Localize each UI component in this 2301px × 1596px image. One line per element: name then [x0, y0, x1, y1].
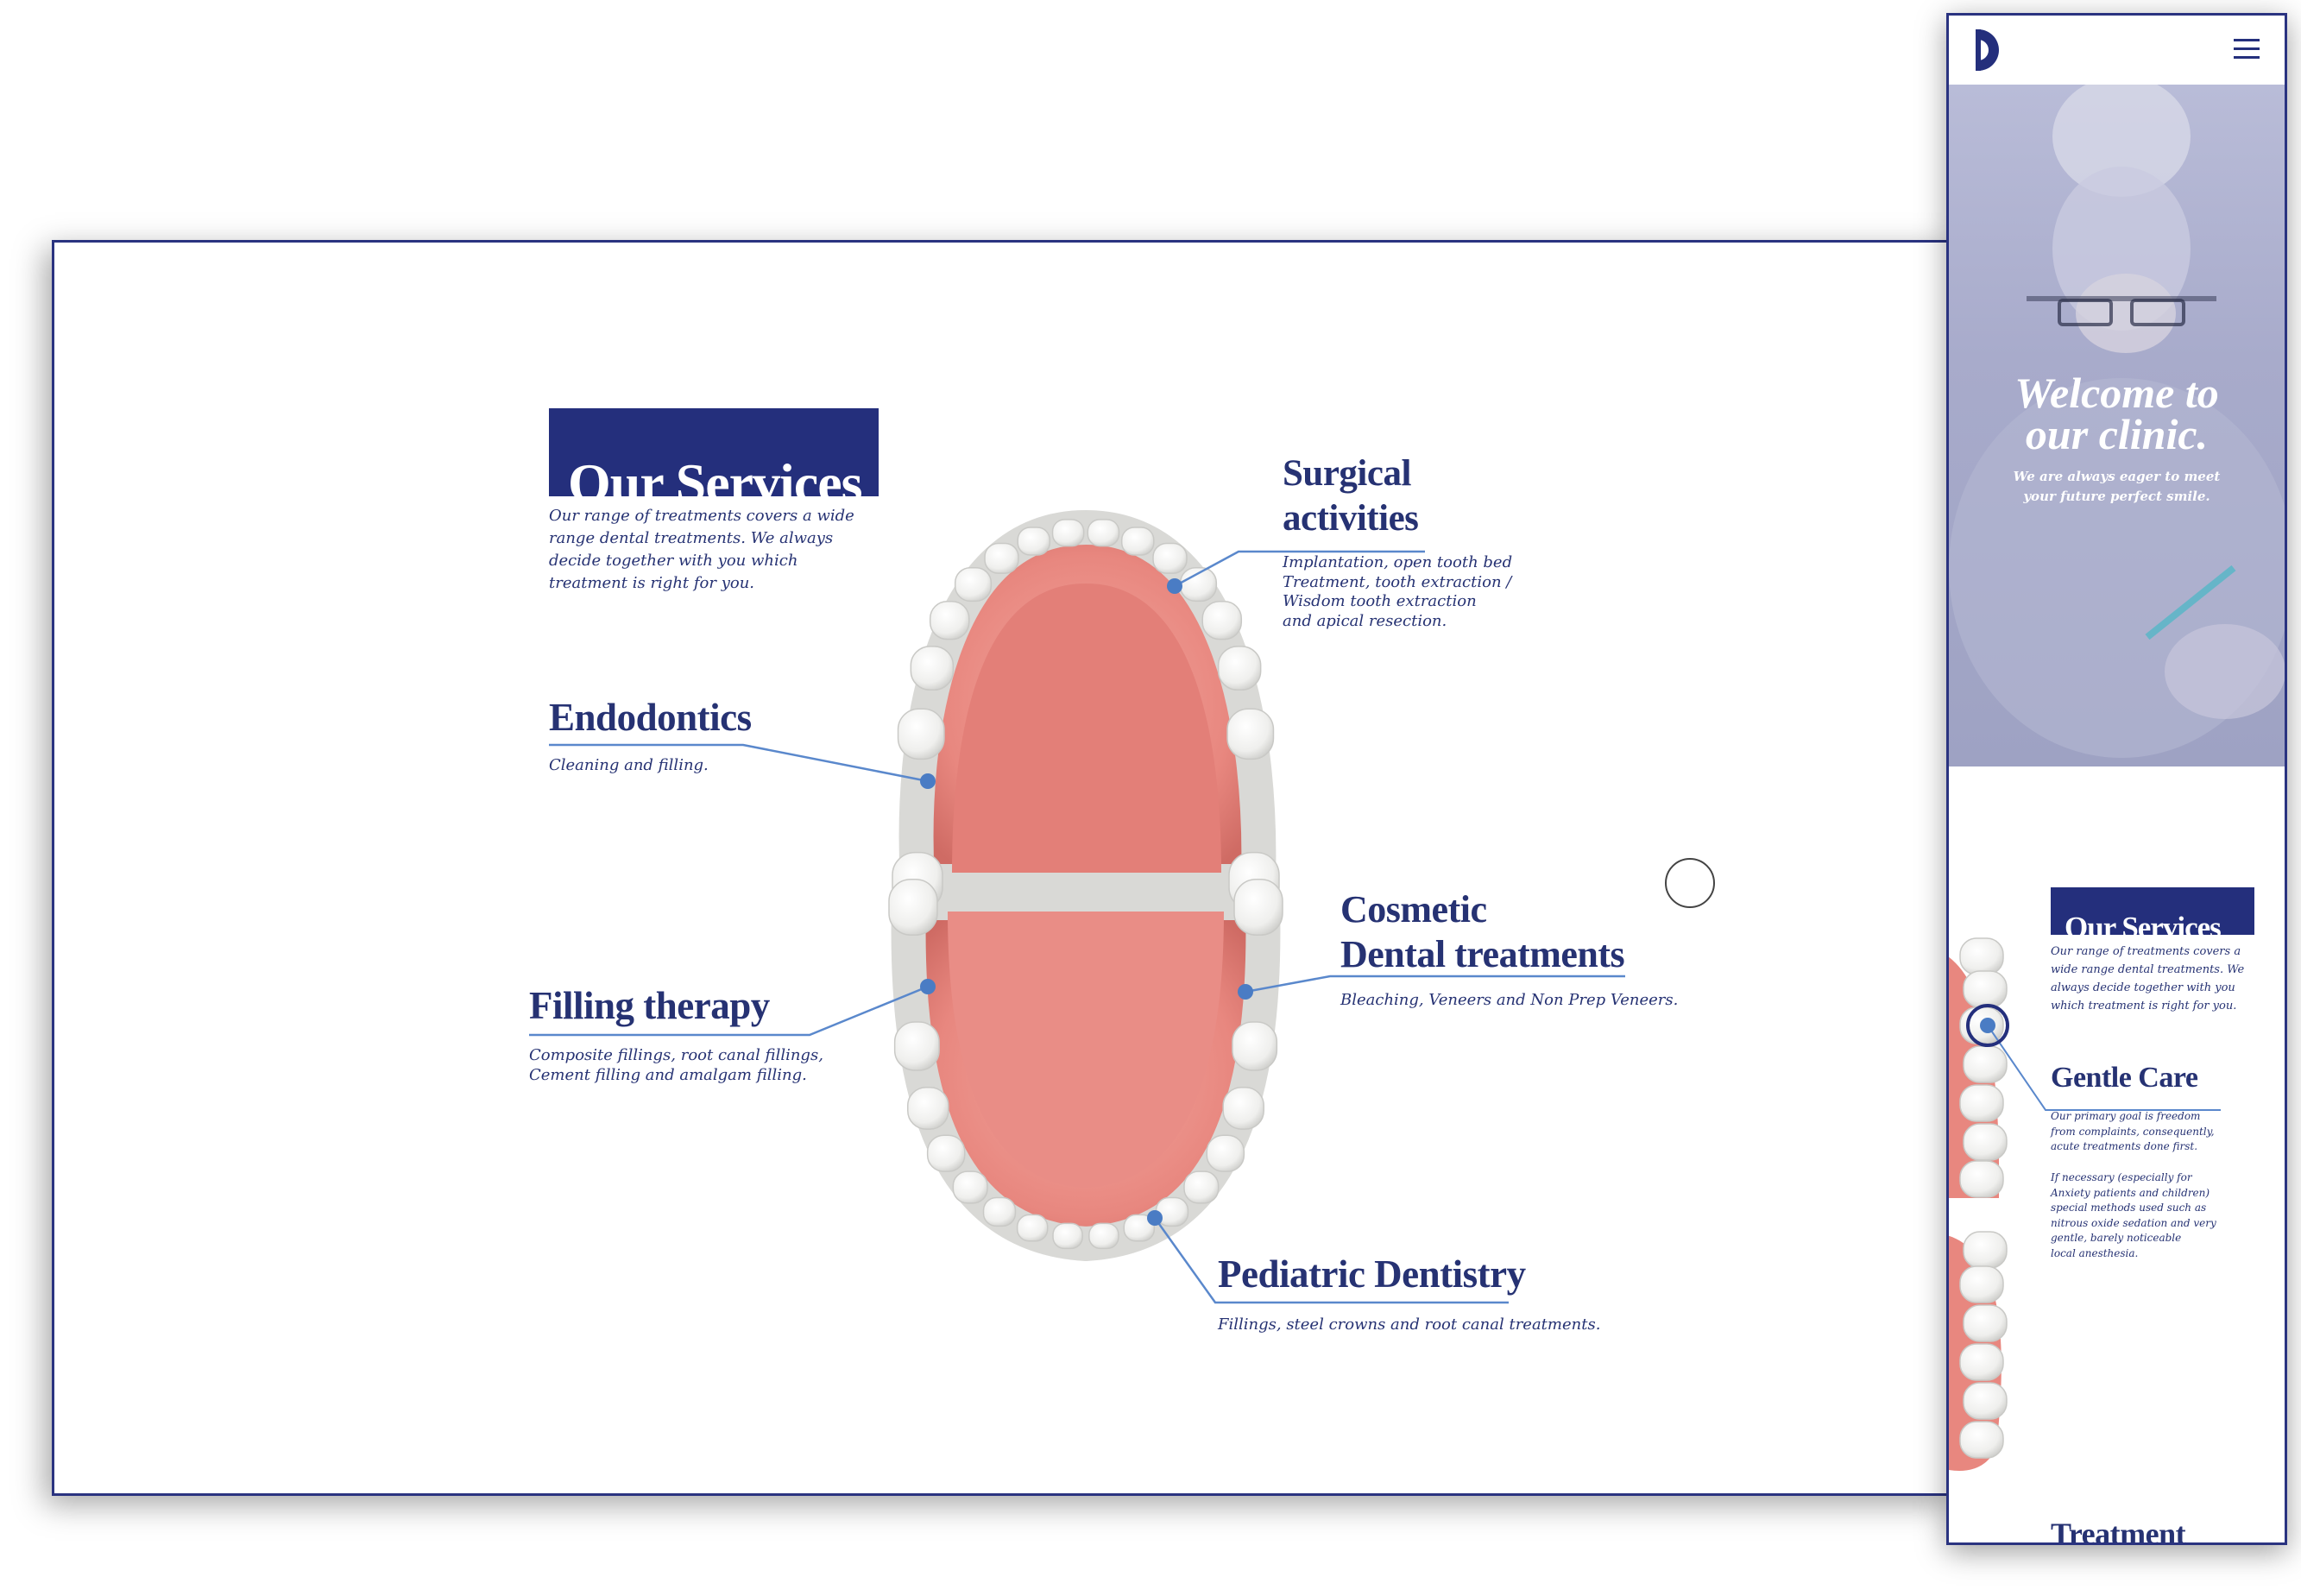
lower-tooth-8 [1088, 1222, 1119, 1250]
upper-tooth-10 [1152, 542, 1188, 574]
callout-dots [920, 578, 1253, 1226]
services-title: Our Services [568, 452, 863, 496]
lower-tooth-13 [1222, 1086, 1264, 1130]
cursor-indicator [1665, 858, 1715, 908]
upper-tooth-8 [1087, 519, 1120, 547]
hamburger-menu-icon[interactable] [2234, 38, 2260, 60]
upper-tooth-1 [897, 708, 945, 760]
mobile-tooth-4 [1959, 1084, 2004, 1122]
services-title-banner: Our Services [549, 408, 879, 496]
clinic-logo-icon[interactable] [1975, 26, 2009, 74]
lower-tooth-5 [982, 1196, 1017, 1227]
gentle-care-marker[interactable] [1980, 1018, 1995, 1033]
filling-marker[interactable] [920, 979, 936, 994]
upper-tooth-12 [1201, 600, 1243, 640]
lower-tooth-11 [1183, 1170, 1220, 1204]
upper-tooth-14 [1226, 708, 1275, 760]
gentle-care-description-2: If necessary (especially for Anxiety pat… [2051, 1171, 2216, 1259]
gentle-care-title[interactable]: Gentle Care [2051, 1062, 2198, 1094]
mobile-preview-frame: Welcome to our clinic. We are always eag… [1946, 13, 2287, 1545]
mobile-header [1949, 16, 2285, 85]
upper-tooth-9 [1120, 527, 1155, 556]
upper-tooth-7 [1051, 519, 1085, 547]
mobile-tooth-10 [1959, 1343, 2004, 1381]
mobile-tooth-6 [1959, 1160, 2004, 1198]
surgical-title[interactable]: Surgical activities [1283, 453, 1419, 539]
upper-tooth-13 [1217, 646, 1262, 691]
gentle-care-description: Our primary goal is freedom from complai… [2051, 1110, 2215, 1152]
filling-therapy-title[interactable]: Filling therapy [529, 984, 770, 1027]
hero-subtitle: We are always eager to meet your future … [2013, 469, 2221, 504]
callout-lines [529, 550, 1625, 1304]
pediatric-marker[interactable] [1147, 1210, 1163, 1226]
desktop-preview-frame: Our Services Our range of treatments cov… [52, 240, 1959, 1496]
filling-therapy-description: Composite fillings, root canal fillings,… [529, 1046, 823, 1084]
mobile-tooth-5 [1963, 1123, 2008, 1161]
upper-tooth-3 [929, 600, 970, 640]
mobile-tooth-12 [1959, 1421, 2004, 1459]
mobile-jaw-illustration [1949, 937, 2221, 1471]
pediatric-description: Fillings, steel crowns and root canal tr… [1218, 1315, 1601, 1334]
cosmetic-marker[interactable] [1238, 984, 1253, 1000]
surgical-description: Implantation, open tooth bed Treatment, … [1283, 553, 1513, 630]
endodontics-description: Cleaning and filling. [549, 756, 709, 774]
mobile-tooth-8 [1959, 1265, 2004, 1303]
gentle-care-marker-ring[interactable] [1966, 1004, 2009, 1047]
endodontics-marker[interactable] [920, 773, 936, 789]
surgical-marker[interactable] [1167, 578, 1182, 594]
mobile-tooth-0 [1959, 937, 2004, 975]
hero-photo-dentist [1949, 85, 2285, 758]
pediatric-title[interactable]: Pediatric Dentistry [1218, 1252, 1526, 1296]
upper-tooth-4 [954, 566, 993, 602]
lower-tooth-0 [888, 879, 938, 936]
lower-teeth [888, 879, 1283, 1250]
upper-tooth-6 [1017, 527, 1051, 556]
mobile-tooth-3 [1963, 1045, 2008, 1083]
lower-tooth-7 [1052, 1222, 1083, 1250]
lower-tooth-14 [1232, 1021, 1278, 1071]
services-intro: Our range of treatments covers a wide ra… [549, 507, 854, 592]
mobile-tooth-1 [1963, 970, 2008, 1008]
lower-tooth-12 [1206, 1134, 1245, 1172]
cosmetic-description: Bleaching, Veneers and Non Prep Veneers. [1340, 991, 1679, 1009]
lower-tooth-6 [1016, 1214, 1049, 1242]
lower-tooth-15 [1233, 879, 1283, 936]
mobile-services-title: Our Services [2065, 911, 2222, 935]
mobile-hero-banner: Welcome to our clinic. We are always eag… [1949, 85, 2285, 766]
mobile-tooth-11 [1963, 1382, 2008, 1420]
cosmetic-title[interactable]: Cosmetic Dental treatments [1340, 888, 1625, 975]
lower-tooth-1 [893, 1021, 940, 1071]
mobile-services-title-banner: Our Services [2051, 887, 2254, 935]
hero-title: Welcome to our clinic. [2014, 369, 2219, 458]
upper-tooth-5 [984, 542, 1019, 574]
lower-tooth-4 [952, 1170, 988, 1204]
mobile-tooth-7 [1963, 1231, 2008, 1269]
endodontics-title[interactable]: Endodontics [549, 696, 752, 739]
dental-arch-illustration [529, 510, 1625, 1304]
mobile-tooth-9 [1963, 1304, 2008, 1342]
mobile-services-intro: Our range of treatments covers a wide ra… [2051, 945, 2245, 1012]
lower-tooth-3 [926, 1134, 966, 1172]
upper-tooth-2 [910, 646, 955, 691]
lower-tooth-9 [1123, 1214, 1156, 1242]
next-section-title: Treatment [2051, 1517, 2186, 1545]
lower-tooth-2 [907, 1086, 949, 1130]
